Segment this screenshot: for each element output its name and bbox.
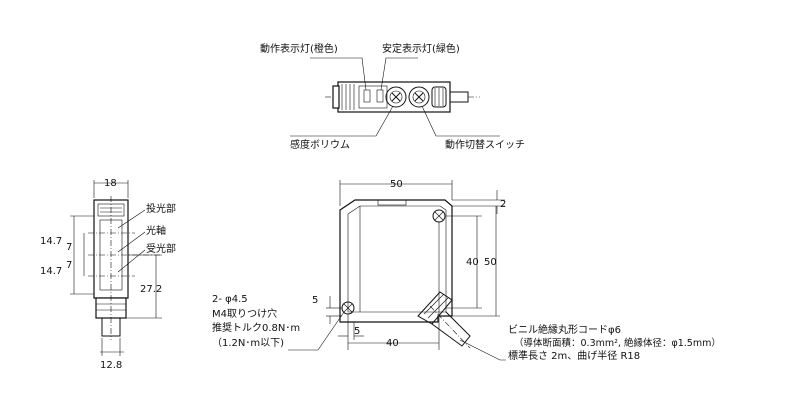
stability-indicator: [376, 89, 384, 103]
dim-12-8: 12.8: [100, 360, 122, 371]
leader-volume: [290, 105, 394, 137]
dim-14-7-upper: 14.7: [40, 236, 62, 247]
cord-gland: [417, 291, 453, 325]
leader-op-indicator: [310, 57, 367, 91]
dim-50-top: 50: [390, 179, 403, 190]
label-stability-indicator: 安定表示灯(緑色): [382, 42, 460, 55]
top-view-cord: [449, 91, 469, 103]
hole-spec-line3: 推奨トルク0.8N･m: [212, 321, 300, 334]
leader-stab-indicator: [380, 57, 418, 91]
dim-40-inner: 40: [466, 257, 479, 268]
hole-spec-line1: 2- φ4.5: [212, 294, 248, 305]
leader-switch: [421, 105, 500, 137]
dim-50-right: 50: [484, 257, 497, 268]
top-view-knob: [431, 86, 447, 108]
dim-27-2: 27.2: [140, 284, 162, 295]
label-sensitivity-volume: 感度ボリウム: [290, 138, 350, 151]
side-view-cord: [431, 311, 471, 347]
cord-spec-line1: ビニル絶縁丸形コードφ6: [508, 323, 621, 336]
leader-mount-hole: [288, 311, 345, 351]
top-view-indicator-window: [358, 85, 388, 109]
hole-spec-line4: （1.2N･m以下): [212, 337, 284, 349]
dim-14-7-lower: 14.7: [40, 266, 62, 277]
label-receiver: 受光部: [146, 242, 176, 255]
side-view-top-feature: [377, 199, 407, 206]
dim-18: 18: [104, 178, 117, 189]
top-view-left-cap: [332, 85, 340, 109]
cord-spec-line3: 標準長さ 2m、曲げ半径 R18: [508, 349, 640, 362]
side-view-body: [339, 199, 453, 323]
operation-indicator: [363, 89, 371, 103]
sensitivity-volume: [385, 86, 407, 108]
dim-5-left: 5: [312, 295, 318, 306]
mode-switch: [408, 86, 430, 108]
top-view: 動作表示灯(橙色) 安定表示灯(緑色) 感度ボリウム 動作切替スイッチ: [260, 42, 525, 151]
label-optical-axis: 光軸: [146, 224, 166, 237]
side-view: 50 2 40 50 5 5 40 2- φ4.5: [212, 179, 721, 362]
leader-cord: [459, 339, 506, 361]
label-mode-switch: 動作切替スイッチ: [445, 138, 525, 151]
dim-7-lower: 7: [66, 260, 72, 271]
hole-spec-line2: M4取りつけ穴: [212, 307, 277, 320]
top-view-body: [337, 81, 451, 113]
top-view-ribs: [341, 84, 355, 110]
dim-7-upper: 7: [66, 242, 72, 253]
cord-spec-line2: （導体断面積：0.3mm², 絶縁体径：φ1.5mm）: [514, 337, 721, 349]
dim-5-bottom: 5: [354, 326, 360, 337]
dim-40-bottom: 40: [386, 338, 399, 349]
front-view: 18 12.8 14.7 14.7 7 7 27.2 投光部 光軸 受光部: [40, 178, 176, 371]
label-operation-indicator: 動作表示灯(橙色): [260, 42, 338, 55]
dim-2: 2: [500, 199, 506, 210]
label-emitter: 投光部: [146, 202, 176, 215]
